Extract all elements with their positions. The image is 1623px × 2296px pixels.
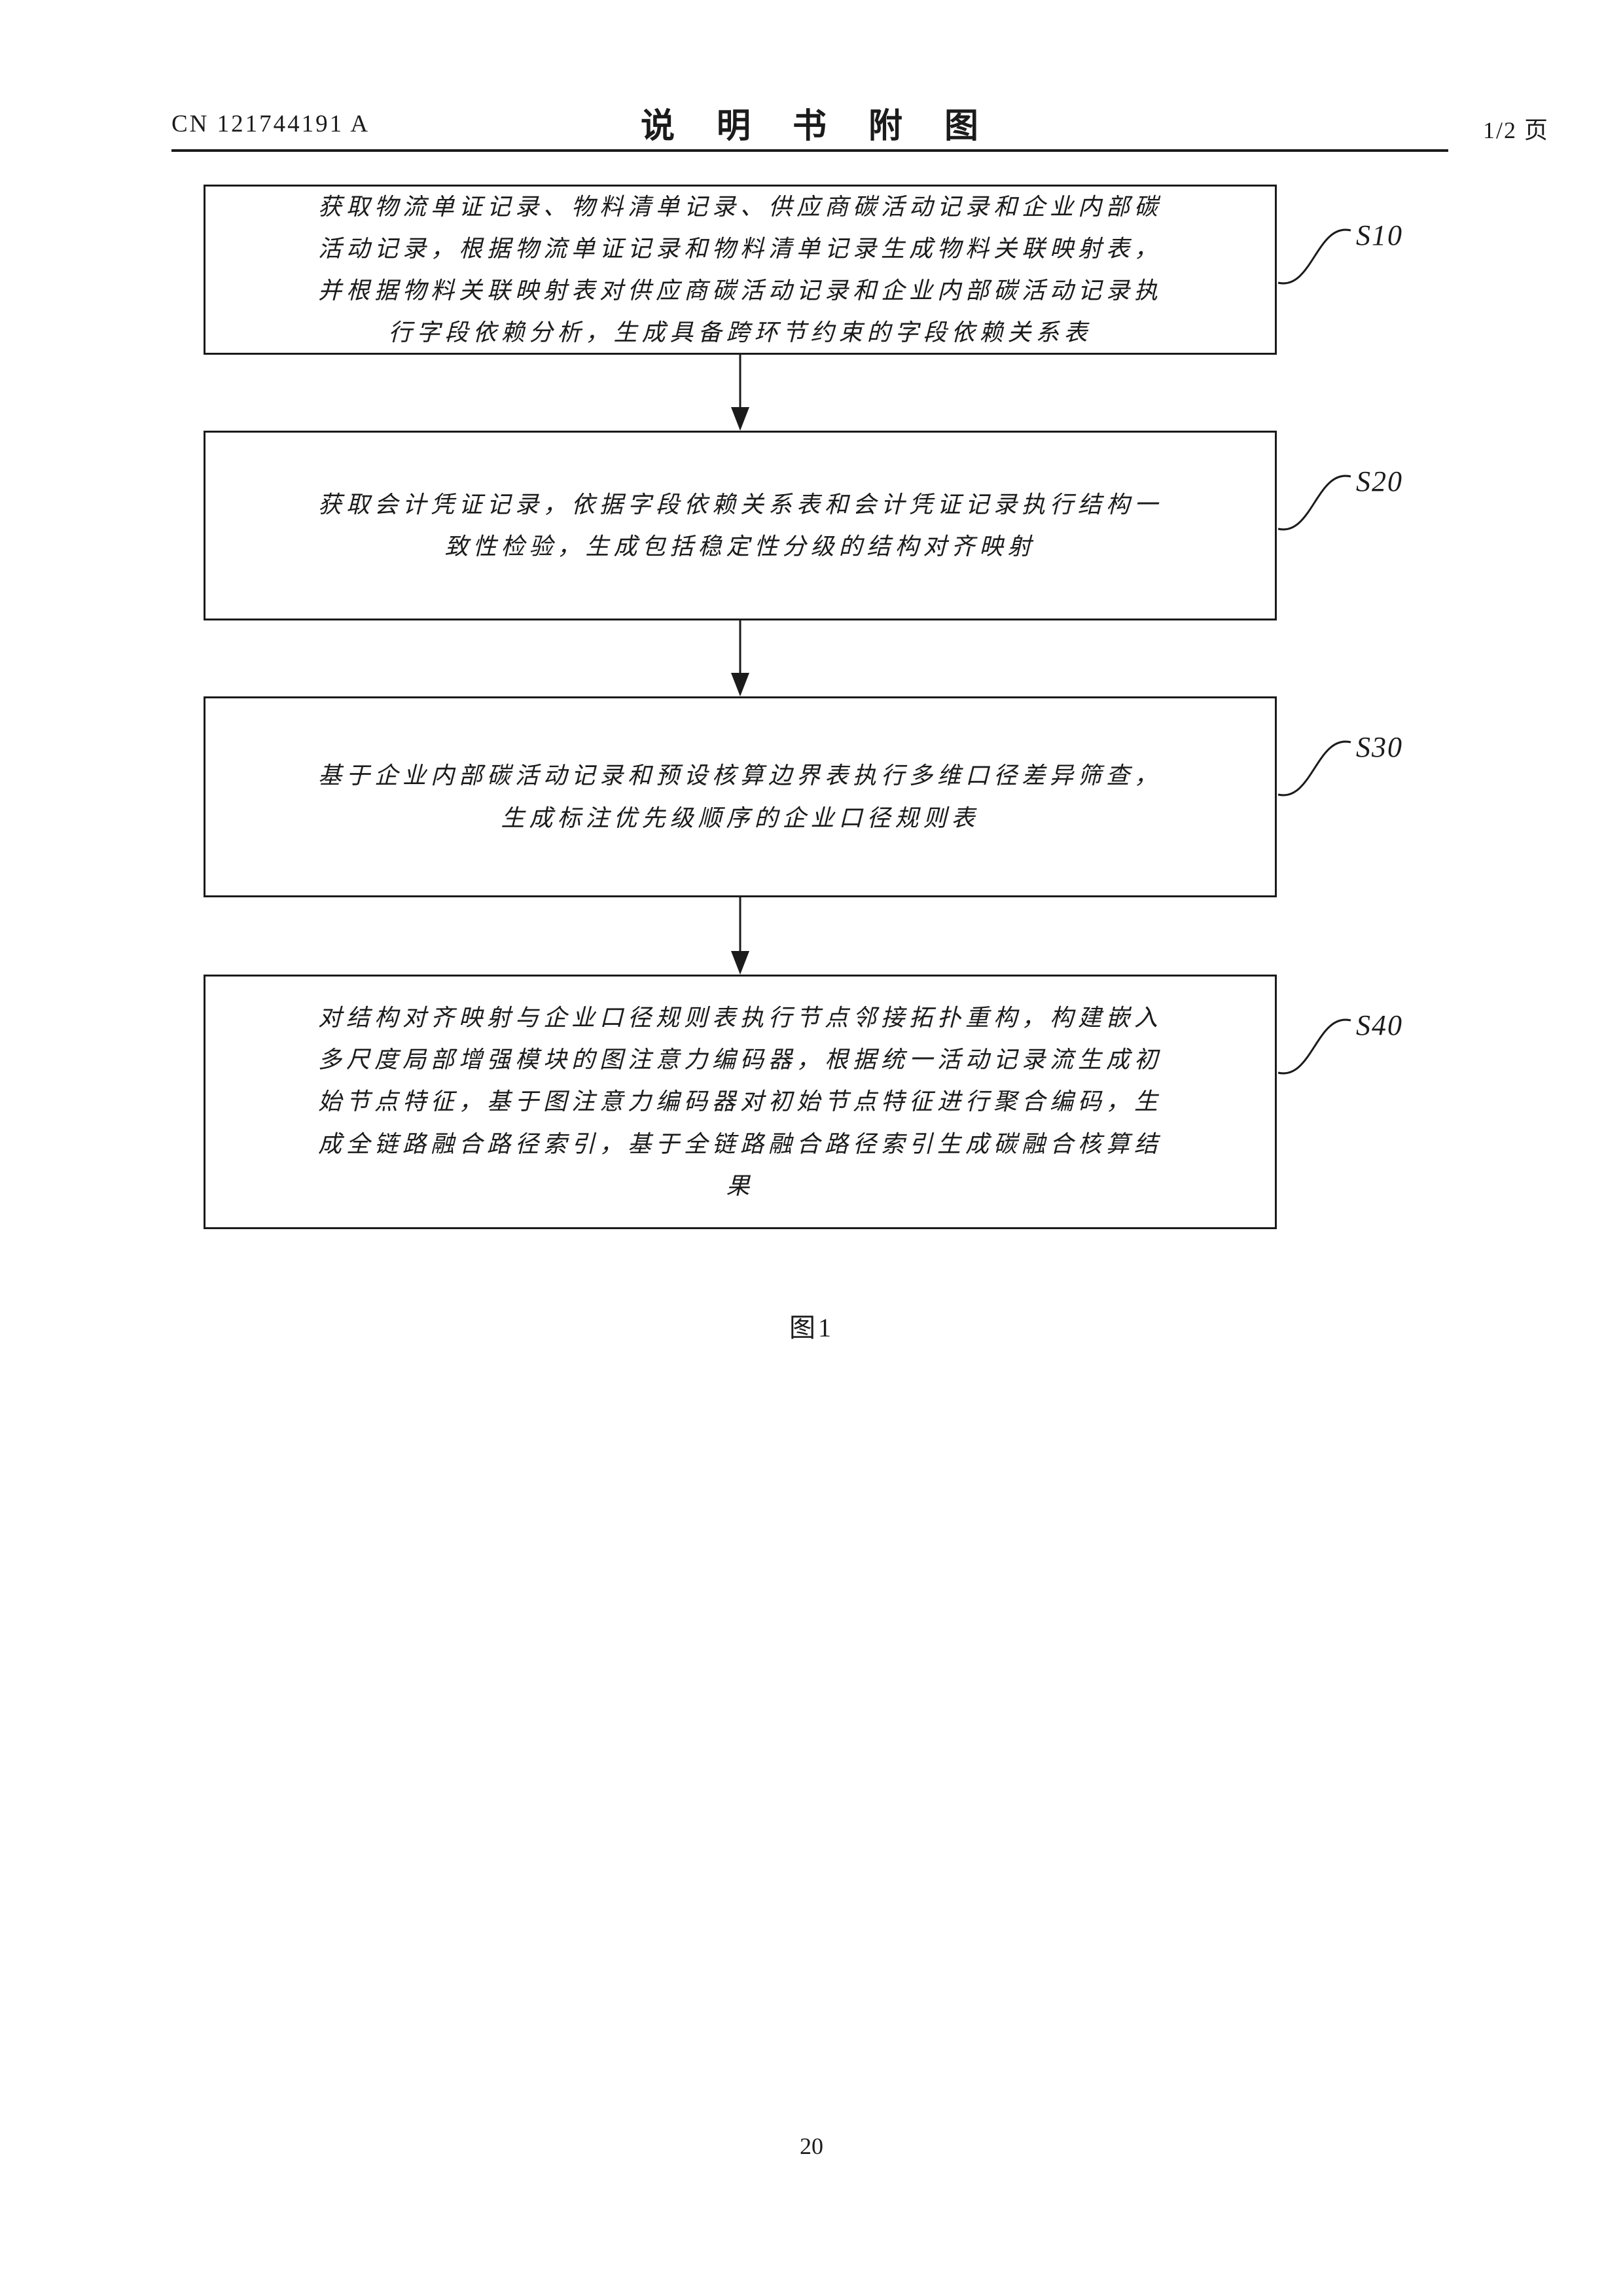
header-rule <box>171 149 1448 152</box>
flow-step-s30-text: 基于企业内部碳活动记录和预设核算边界表执行多维口径差异筛查， 生成标注优先级顺序… <box>317 762 1162 831</box>
step-label-s10: S10 <box>1356 219 1403 251</box>
page-indicator: 1/2 页 <box>1482 117 1549 143</box>
figure-caption: 图1 <box>789 1313 834 1342</box>
document-number: CN 121744191 A <box>171 111 370 137</box>
flow-step-s30: 基于企业内部碳活动记录和预设核算边界表执行多维口径差异筛查， 生成标注优先级顺序… <box>204 696 1277 897</box>
footer-page-number: 20 <box>800 2133 823 2159</box>
leader-line-s20 <box>1277 475 1351 531</box>
leader-line-s40 <box>1277 1018 1351 1075</box>
step-label-s40: S40 <box>1356 1009 1403 1041</box>
leader-line-s30 <box>1277 740 1351 797</box>
leader-line-s10 <box>1277 228 1351 285</box>
flow-step-s10: 获取物流单证记录、物料清单记录、供应商碳活动记录和企业内部碳 活动记录，根据物流… <box>204 185 1277 355</box>
flow-arrow-1 <box>731 355 749 431</box>
flow-step-s20: 获取会计凭证记录，依据字段依赖关系表和会计凭证记录执行结构一 致性检验，生成包括… <box>204 431 1277 620</box>
flow-step-s10-text: 获取物流单证记录、物料清单记录、供应商碳活动记录和企业内部碳 活动记录，根据物流… <box>317 193 1162 346</box>
step-label-s30: S30 <box>1356 731 1403 763</box>
step-label-s20: S20 <box>1356 465 1403 497</box>
flow-arrow-2 <box>731 620 749 696</box>
flow-arrow-3 <box>731 897 749 975</box>
page-title: 说 明 书 附 图 <box>640 108 982 145</box>
flow-step-s40: 对结构对齐映射与企业口径规则表执行节点邻接拓扑重构，构建嵌入 多尺度局部增强模块… <box>204 975 1277 1229</box>
flow-step-s40-text: 对结构对齐映射与企业口径规则表执行节点邻接拓扑重构，构建嵌入 多尺度局部增强模块… <box>317 1005 1162 1199</box>
flow-step-s20-text: 获取会计凭证记录，依据字段依赖关系表和会计凭证记录执行结构一 致性检验，生成包括… <box>317 491 1162 560</box>
